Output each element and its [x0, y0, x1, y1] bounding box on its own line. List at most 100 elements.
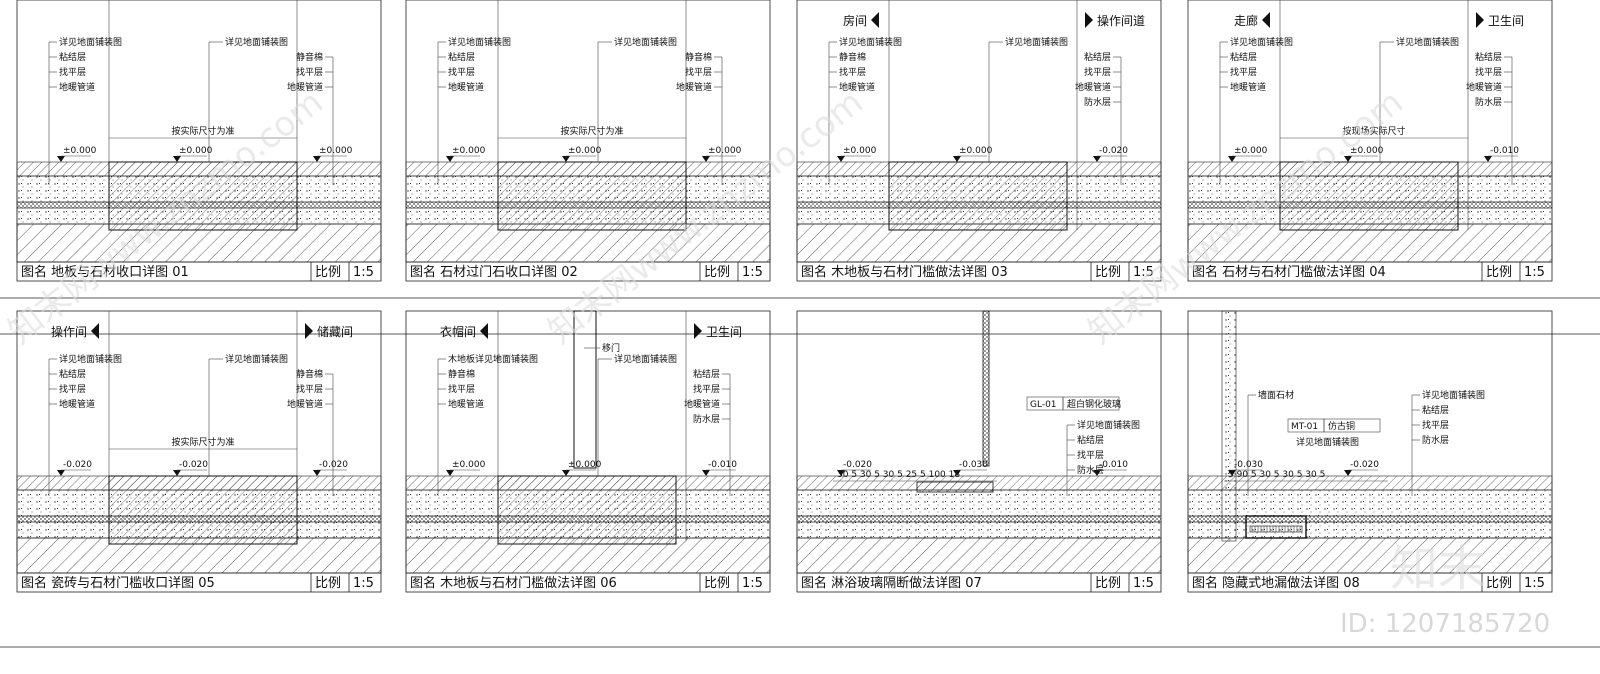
scale-label: 比例 — [315, 576, 341, 591]
callout-label: 粘结层 — [59, 51, 86, 63]
direction-arrow-icon — [1262, 12, 1270, 28]
scale-label: 比例 — [1486, 576, 1512, 591]
detail-title: 图名 木地板与石材门槛做法详图 06 — [410, 575, 617, 591]
level-marker — [837, 156, 845, 162]
panel-frame — [1187, 0, 1553, 282]
watermark-logo: 知末 — [1390, 541, 1486, 597]
threshold-stone — [108, 161, 298, 231]
level-label: ±0.000 — [1234, 146, 1268, 156]
structural-slab — [1187, 537, 1553, 574]
direction-arrow-icon — [91, 323, 99, 339]
callout-label: 找平层 — [839, 66, 866, 78]
scale-value: 1:5 — [1524, 576, 1545, 591]
callout-label: 详见地面铺装图 — [839, 36, 902, 48]
threshold-stone — [497, 475, 677, 545]
level-marker — [173, 156, 181, 162]
scale-value: 1:5 — [742, 576, 763, 591]
callout-label: 地暖管道 — [287, 81, 323, 93]
level-label: ±0.000 — [568, 146, 602, 156]
callout-label: 静音棉 — [296, 51, 323, 63]
callout-label: 粘结层 — [448, 51, 475, 63]
level-marker — [953, 470, 961, 476]
callout-label: 详见地面铺装图 — [1396, 36, 1459, 48]
detail-title: 图名 石材过门石收口详图 02 — [410, 264, 578, 280]
level-label: -0.020 — [179, 460, 208, 470]
callout-label: 地暖管道 — [1230, 81, 1266, 93]
material-tag-box — [1062, 396, 1120, 411]
panel-frame — [405, 0, 771, 282]
threshold-stone — [1279, 161, 1459, 231]
scale-label: 比例 — [704, 576, 730, 591]
scale-value: 1:5 — [1524, 265, 1545, 280]
callout-label: 找平层 — [1475, 66, 1502, 78]
level-marker — [173, 470, 181, 476]
level-label: ±0.000 — [452, 460, 486, 470]
callout-label: 详见地面铺装图 — [1005, 36, 1068, 48]
room-name: 衣帽间 — [440, 324, 476, 339]
callout-label: 找平层 — [1422, 419, 1449, 431]
callout-label: 粘结层 — [59, 368, 86, 380]
detail-title: 图名 木地板与石材门槛做法详图 03 — [801, 264, 1008, 280]
structural-slab — [405, 537, 771, 574]
detail-title: 图名 隐藏式地漏做法详图 08 — [1192, 575, 1360, 591]
level-label: ±0.000 — [179, 146, 213, 156]
level-marker — [446, 470, 454, 476]
callout-label: 防水层 — [693, 413, 720, 425]
callout-label: 详见地面铺装图 — [614, 353, 677, 365]
level-label: -0.020 — [843, 460, 872, 470]
callout-label: 找平层 — [59, 383, 86, 395]
callout-label: 静音棉 — [839, 51, 866, 63]
heating-layer — [796, 515, 1162, 523]
callout-label: 找平层 — [1077, 449, 1104, 461]
callout-label: 详见地面铺装图 — [59, 353, 122, 365]
callout-label: 详见地面铺装图 — [225, 353, 288, 365]
threshold-stone — [888, 161, 1068, 231]
level-marker — [562, 156, 570, 162]
detail-title: 图名 淋浴玻璃隔断做法详图 07 — [801, 575, 982, 591]
callout-label: 找平层 — [693, 383, 720, 395]
direction-arrow-icon — [1476, 12, 1484, 28]
material-tag-text: 仿古铜 — [1328, 420, 1355, 432]
room-name: 操作间道 — [1097, 13, 1145, 28]
level-label: -0.030 — [1234, 460, 1263, 470]
detail-title: 图名 石材与石材门槛做法详图 04 — [1192, 264, 1386, 280]
wall-stone — [1221, 310, 1237, 542]
level-label: ±0.000 — [452, 146, 486, 156]
level-label: -0.010 — [1490, 146, 1519, 156]
door-label: 移门 — [602, 342, 620, 354]
base-layer — [1187, 521, 1553, 539]
level-marker — [1228, 156, 1236, 162]
level-marker — [562, 470, 570, 476]
scale-label: 比例 — [1486, 265, 1512, 280]
callout-label: 地暖管道 — [448, 81, 484, 93]
callout-label: 粘结层 — [1077, 434, 1104, 446]
room-name: 卫生间 — [706, 325, 742, 339]
detail-title: 图名 瓷砖与石材门槛收口详图 05 — [21, 575, 215, 591]
callout-label: 地暖管道 — [59, 398, 95, 410]
detail-title: 图名 地板与石材收口详图 01 — [21, 264, 189, 280]
callout-label: 地暖管道 — [287, 398, 323, 410]
room-name: 操作间 — [51, 324, 87, 339]
room-name: 储藏间 — [317, 324, 353, 339]
callout-label: 防水层 — [1422, 434, 1449, 446]
material-tag-text: 超白钢化玻璃 — [1067, 398, 1121, 410]
heating-layer — [1187, 515, 1553, 523]
level-label: ±0.000 — [959, 146, 993, 156]
callout-label: 粘结层 — [1422, 404, 1449, 416]
level-marker — [1344, 156, 1352, 162]
threshold-stone — [108, 475, 298, 545]
callout-label: 找平层 — [685, 66, 712, 78]
level-label: -0.020 — [63, 460, 92, 470]
level-marker — [1344, 470, 1352, 476]
callout-label: 详见地面铺装图 — [448, 36, 511, 48]
callout-label: 找平层 — [1230, 66, 1257, 78]
scale-value: 1:5 — [742, 265, 763, 280]
callout-label: 地暖管道 — [59, 81, 95, 93]
level-label: -0.010 — [708, 460, 737, 470]
callout-label: 找平层 — [296, 383, 323, 395]
panel-frame — [796, 0, 1162, 282]
watermark-id: ID: 1207185720 — [1340, 609, 1550, 639]
